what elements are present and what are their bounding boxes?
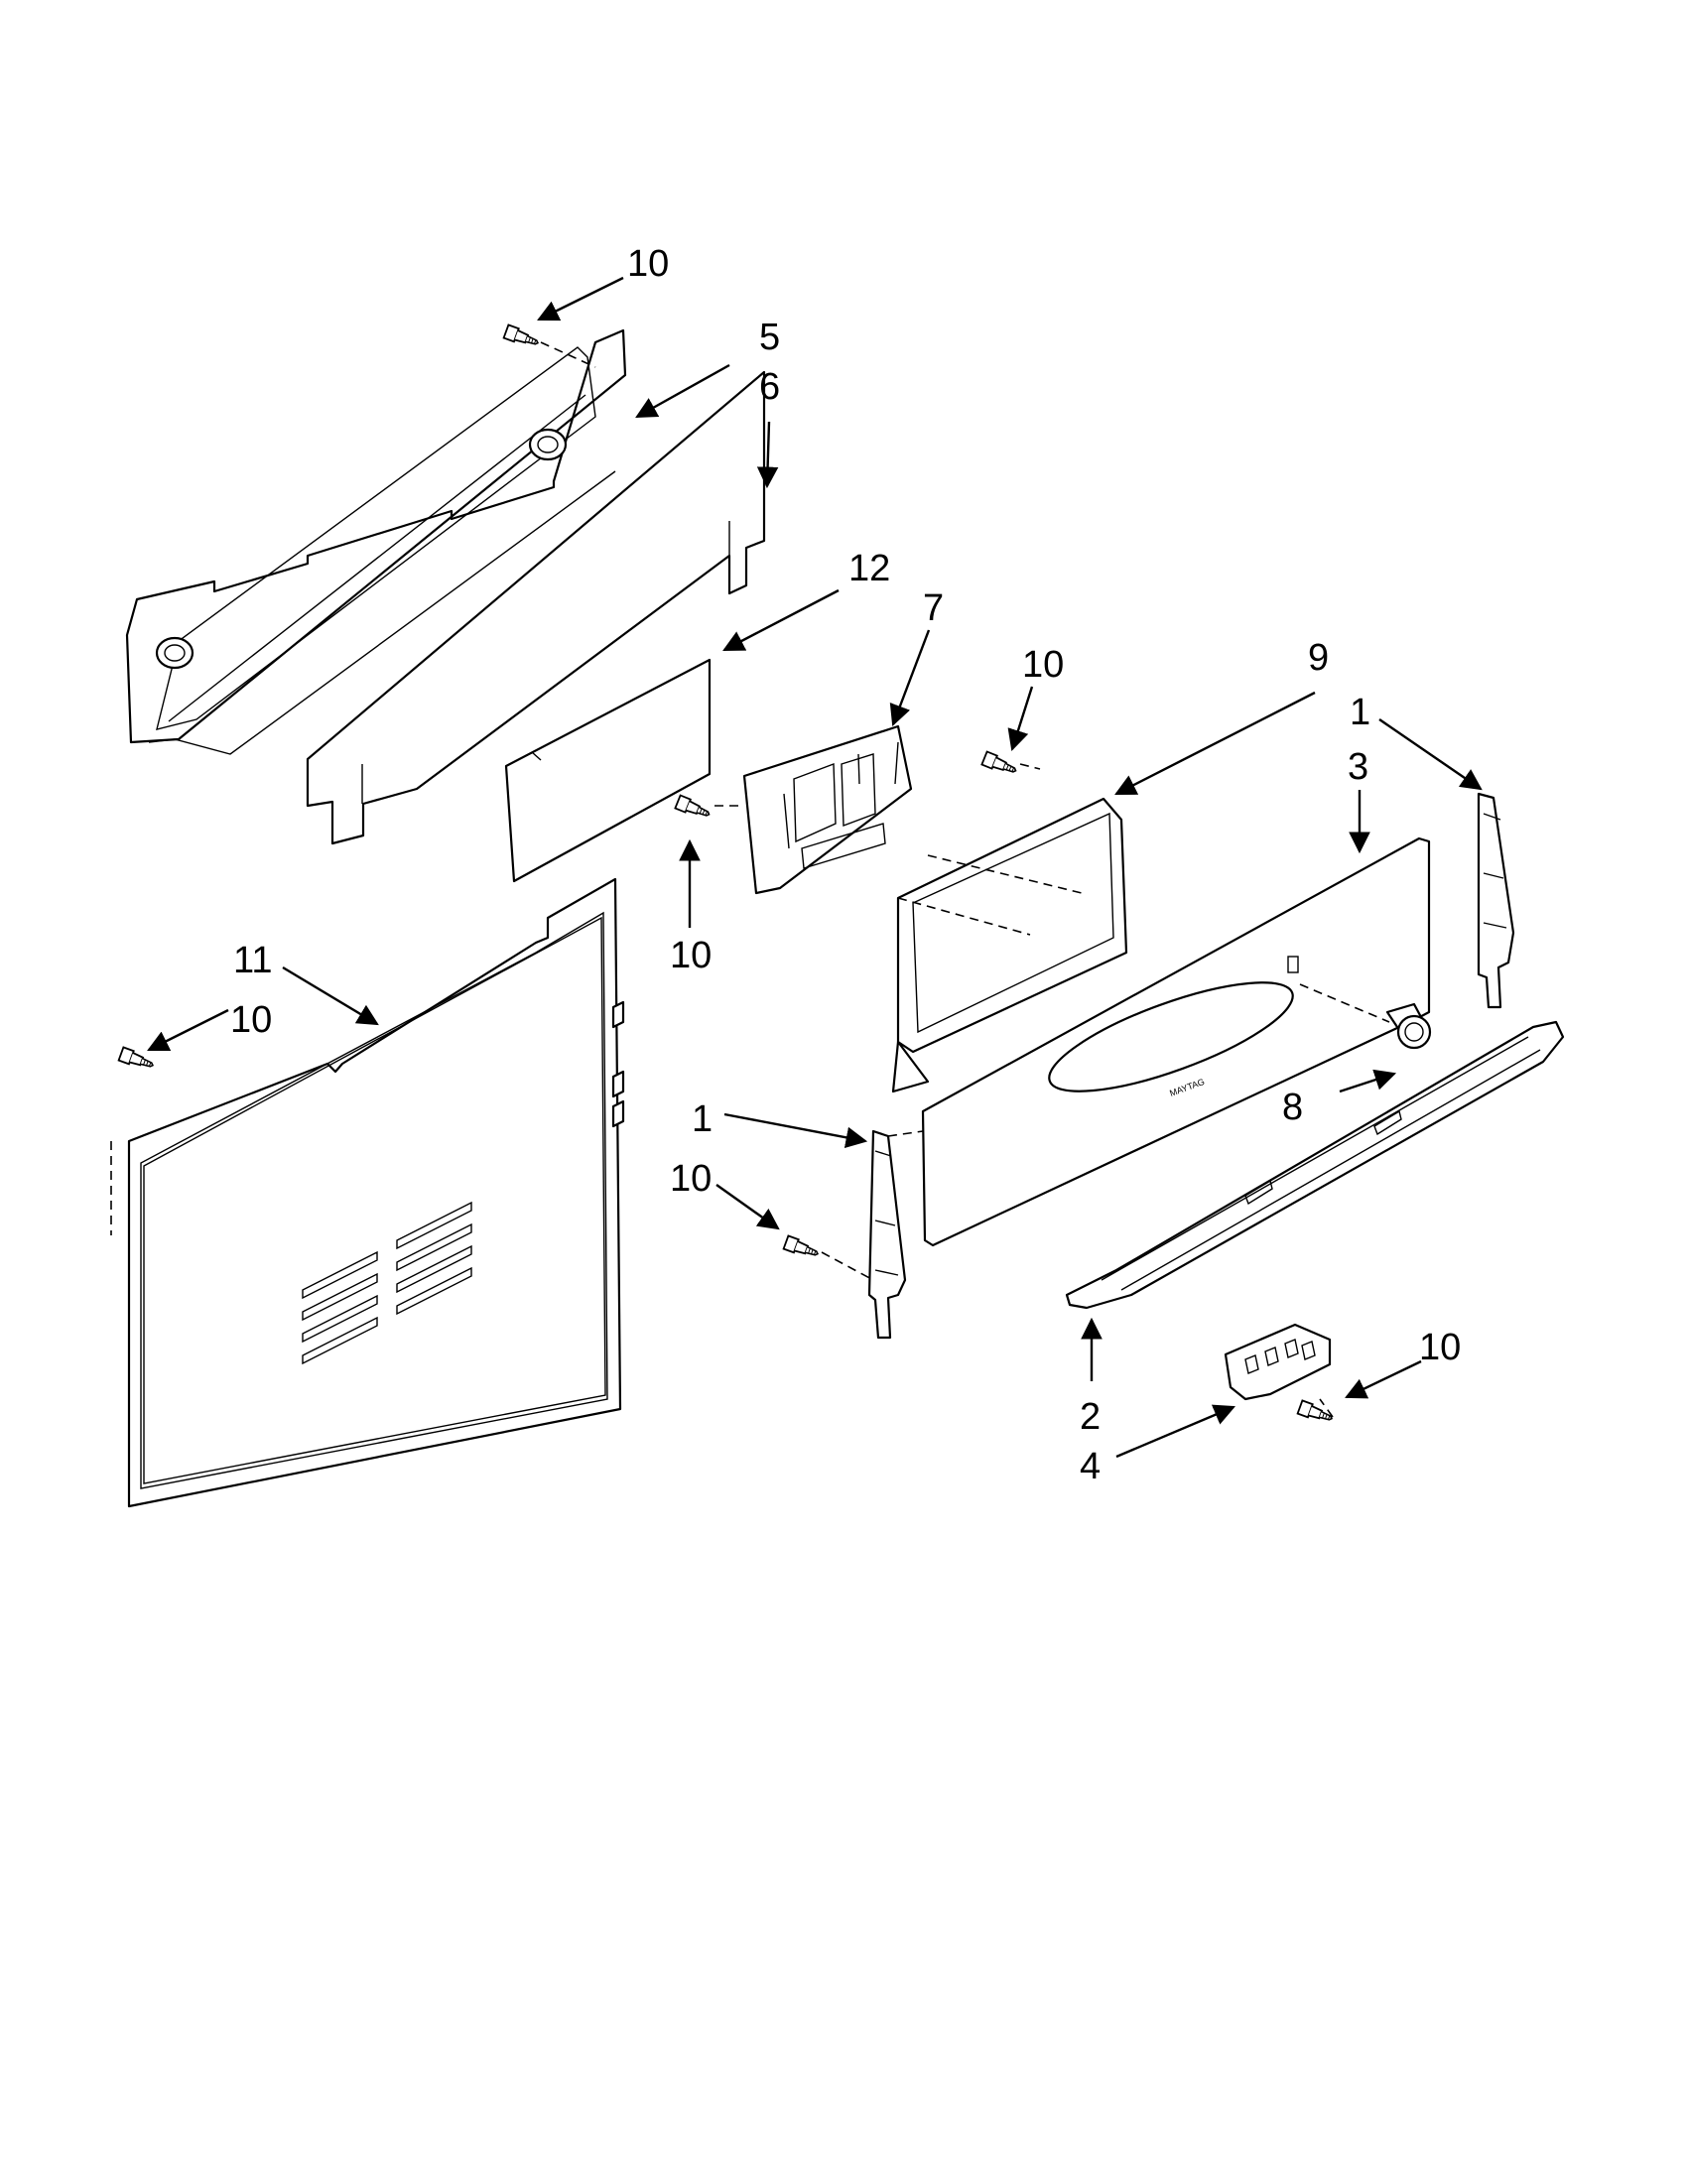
callout-6: 6 bbox=[759, 366, 780, 408]
callout-1-left: 1 bbox=[692, 1098, 713, 1140]
terminal-block bbox=[1224, 1323, 1332, 1401]
rear-cover-strip bbox=[306, 370, 766, 845]
callout-10-bottom: 10 bbox=[1419, 1327, 1461, 1368]
end-bracket-left bbox=[867, 1129, 924, 1340]
rear-access-panel bbox=[110, 877, 625, 1508]
callout-10-left: 10 bbox=[230, 999, 272, 1041]
insulation-pad bbox=[504, 658, 712, 883]
control-panel-bracket bbox=[891, 797, 1128, 1093]
callout-11: 11 bbox=[233, 940, 272, 981]
control-panel-glass: MAYTAG bbox=[921, 836, 1431, 1247]
callout-8: 8 bbox=[1282, 1087, 1303, 1128]
callout-12: 12 bbox=[848, 548, 890, 589]
screw-top bbox=[502, 323, 542, 351]
control-trim-handle bbox=[1065, 1020, 1565, 1310]
callout-4: 4 bbox=[1080, 1446, 1101, 1487]
callout-3: 3 bbox=[1348, 746, 1368, 788]
callout-9: 9 bbox=[1308, 637, 1329, 679]
screw-control-board bbox=[674, 794, 714, 823]
callout-2: 2 bbox=[1080, 1396, 1101, 1438]
callout-labels: 10 5 6 12 7 10 9 1 3 10 11 10 8 1 10 10 … bbox=[230, 243, 1461, 1487]
callout-10-lower: 10 bbox=[670, 1158, 712, 1200]
leader-lines bbox=[147, 276, 1483, 1459]
callout-10-mid: 10 bbox=[1022, 644, 1064, 686]
screw-lower-bracket bbox=[782, 1234, 822, 1262]
end-bracket-right bbox=[1477, 792, 1515, 1009]
upper-rear-panel bbox=[125, 328, 627, 755]
selector-switch bbox=[1299, 983, 1432, 1050]
display-window bbox=[1048, 981, 1294, 1092]
callout-7: 7 bbox=[923, 587, 944, 629]
callout-1-right: 1 bbox=[1350, 692, 1370, 733]
round-port-right bbox=[528, 428, 568, 461]
electronic-control-board bbox=[742, 724, 913, 895]
round-port-left bbox=[155, 636, 195, 670]
screw-terminal-block bbox=[1296, 1399, 1336, 1427]
screw-left bbox=[117, 1046, 157, 1074]
callout-5: 5 bbox=[759, 317, 780, 358]
callout-10-top: 10 bbox=[627, 243, 669, 285]
screw-above-bracket bbox=[980, 750, 1020, 779]
vent-slots bbox=[302, 1201, 472, 1365]
callout-10-below-7: 10 bbox=[670, 935, 712, 976]
